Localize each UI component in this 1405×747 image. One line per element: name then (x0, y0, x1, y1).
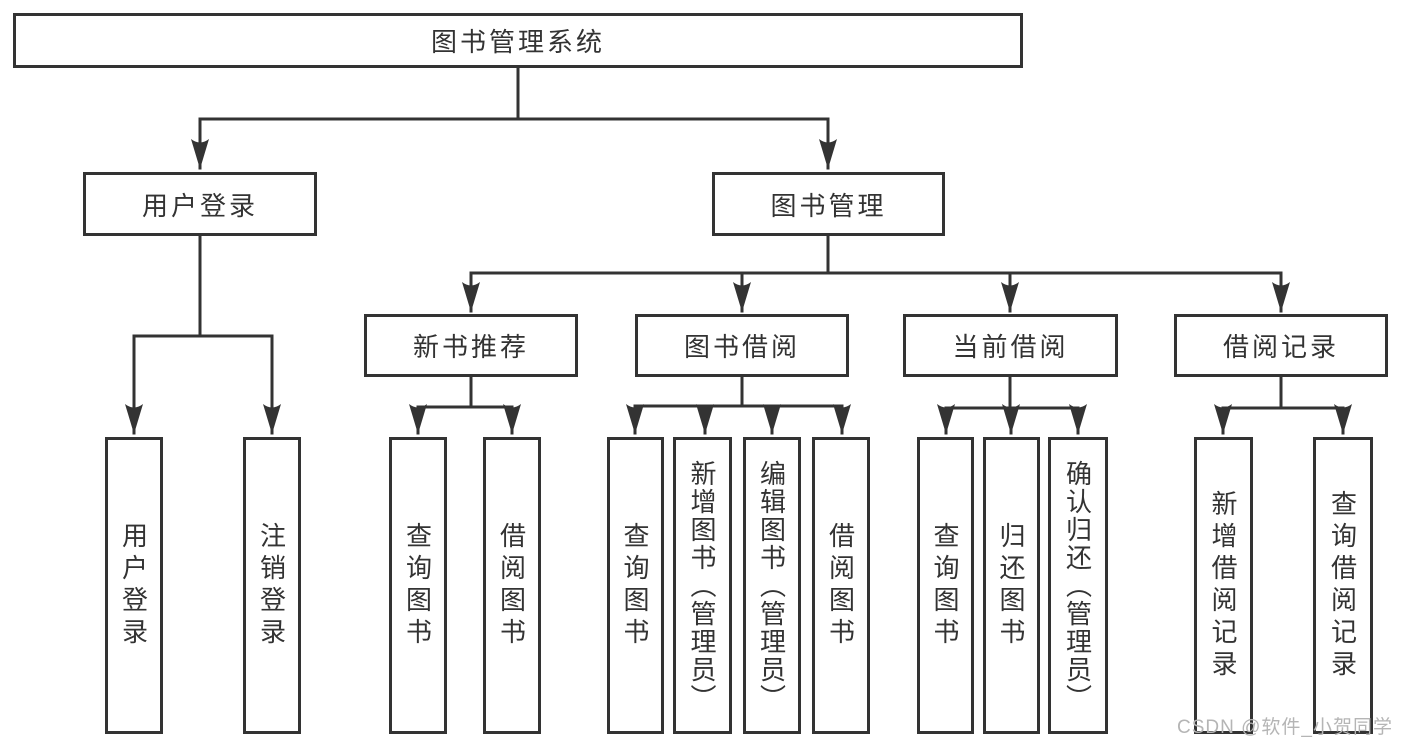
node-return-books: 归还图书 (983, 437, 1040, 734)
node-label: 确认归还（管理员） (1062, 459, 1093, 712)
node-book-management: 图书管理 (712, 172, 945, 236)
node-label: 借阅图书 (825, 521, 856, 650)
node-label: 查询借阅记录 (1327, 489, 1358, 682)
node-new-book-recommend: 新书推荐 (364, 314, 578, 377)
node-label: 当前借阅 (952, 332, 1069, 362)
node-label: 注销登录 (256, 521, 287, 650)
node-query-borrow-record: 查询借阅记录 (1313, 437, 1373, 734)
node-borrow-books-recommend: 借阅图书 (483, 437, 541, 734)
node-current-borrowing: 当前借阅 (903, 314, 1118, 377)
node-user-login-branch: 用户登录 (83, 172, 317, 236)
node-label: 归还图书 (996, 521, 1026, 650)
node-user-login: 用户登录 (105, 437, 163, 734)
node-label: 图书借阅 (683, 332, 800, 362)
node-query-books-recommend: 查询图书 (389, 437, 447, 734)
node-label: 借阅图书 (496, 521, 527, 650)
node-label: 借阅记录 (1222, 332, 1339, 362)
node-query-books-current: 查询图书 (917, 437, 974, 734)
node-query-books-borrowing: 查询图书 (607, 437, 664, 734)
csdn-watermark: CSDN @软件_小贺同学 (1177, 717, 1393, 738)
node-add-borrow-record: 新增借阅记录 (1194, 437, 1253, 734)
node-label: 用户登录 (118, 521, 149, 650)
node-label: 新增借阅记录 (1208, 489, 1238, 682)
node-label: 图书管理 (770, 190, 887, 221)
node-book-borrowing: 图书借阅 (635, 314, 849, 377)
node-library-management-system: 图书管理系统 (13, 13, 1023, 68)
node-logout-login: 注销登录 (243, 437, 301, 734)
node-label: 查询图书 (402, 521, 433, 650)
node-label: 查询图书 (930, 521, 960, 650)
node-label: 新书推荐 (412, 332, 529, 362)
node-borrow-books-borrowing: 借阅图书 (812, 437, 870, 734)
node-label: 图书管理系统 (430, 27, 605, 57)
node-label: 用户登录 (141, 190, 258, 221)
node-label: 查询图书 (620, 521, 650, 650)
node-borrowing-records: 借阅记录 (1174, 314, 1388, 377)
node-add-books-admin: 新增图书（管理员） (673, 437, 732, 734)
node-edit-books-admin: 编辑图书（管理员） (743, 437, 801, 734)
node-confirm-return-admin: 确认归还（管理员） (1048, 437, 1108, 734)
node-label: 新增图书（管理员） (687, 459, 717, 712)
node-label: 编辑图书（管理员） (756, 459, 787, 712)
